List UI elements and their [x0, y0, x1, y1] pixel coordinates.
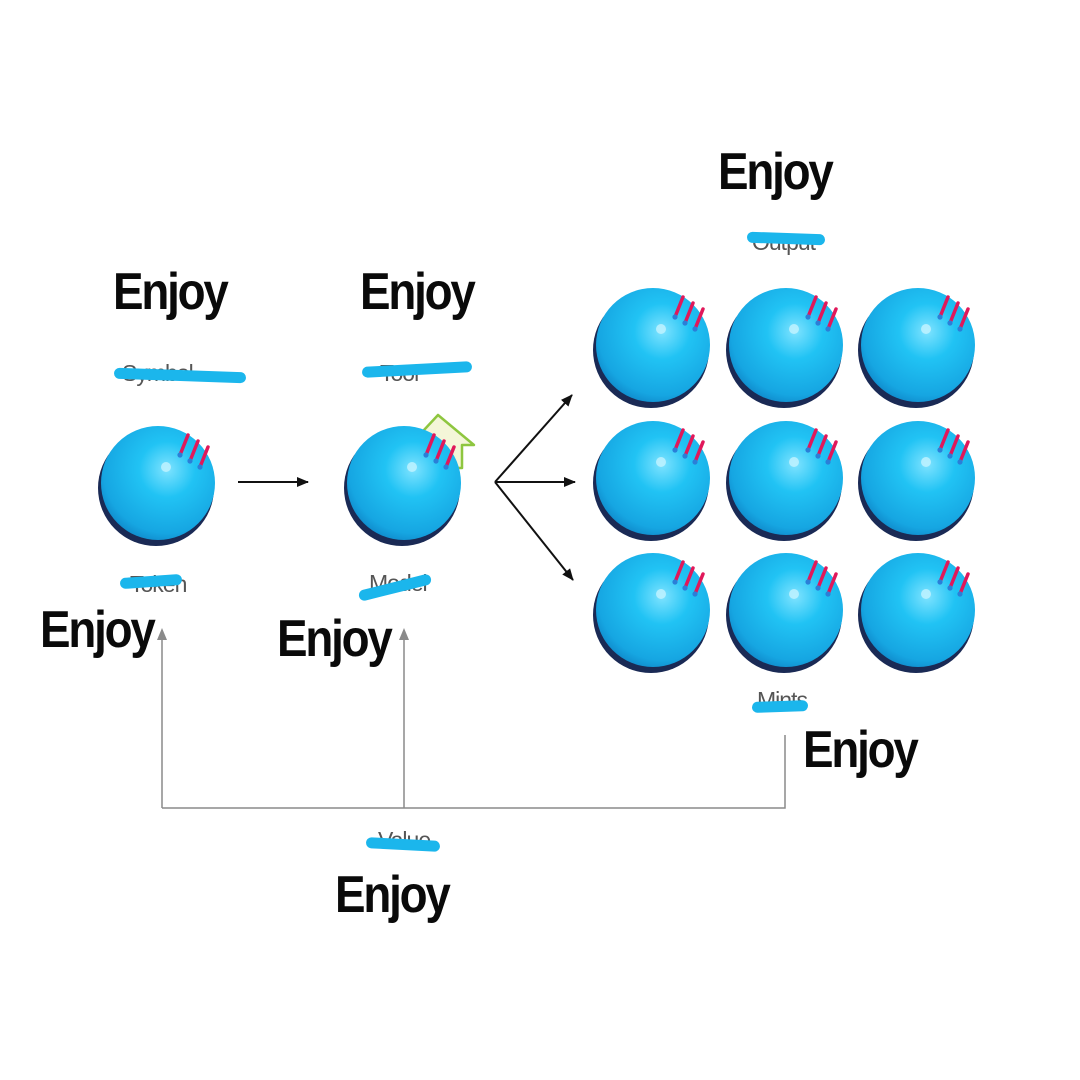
sphere-body — [729, 421, 843, 535]
sphere-highlight — [921, 457, 931, 467]
sphere-body — [596, 421, 710, 535]
sphere-highlight — [789, 324, 799, 334]
sphere-body — [596, 553, 710, 667]
tool-caption: Enjoy — [360, 263, 476, 321]
pins-icon — [805, 295, 838, 332]
pins-icon — [177, 433, 210, 470]
pins-icon — [937, 560, 970, 597]
pins-icon — [805, 560, 838, 597]
sphere-group — [98, 288, 975, 673]
pins-icon — [672, 560, 705, 597]
output-sphere — [593, 553, 710, 673]
connector-to-token-arrowhead — [157, 628, 167, 640]
sphere-body — [101, 426, 215, 540]
sphere-highlight — [921, 324, 931, 334]
arrow-model-to-output-bottom — [494, 481, 574, 581]
connector-line — [162, 735, 786, 809]
token-caption: Enjoy — [40, 601, 156, 659]
pins-icon — [937, 295, 970, 332]
pins-icon — [672, 295, 705, 332]
sphere-body — [729, 553, 843, 667]
symbol-caption: Enjoy — [113, 263, 229, 321]
mints-caption: Enjoy — [803, 721, 919, 779]
sphere-highlight — [789, 457, 799, 467]
token-sphere — [98, 426, 215, 546]
sphere-body — [729, 288, 843, 402]
output-caption: Enjoy — [718, 143, 834, 201]
sphere-highlight — [789, 589, 799, 599]
connector-to-model-arrowhead — [399, 628, 409, 640]
pins-icon — [423, 433, 456, 470]
sphere-body — [347, 426, 461, 540]
model-caption: Enjoy — [277, 610, 393, 668]
arrow-model-to-output-top — [494, 394, 573, 483]
output-sphere — [726, 421, 843, 541]
pins-icon — [672, 428, 705, 465]
sphere-body — [861, 421, 975, 535]
output-sphere — [593, 421, 710, 541]
output-sphere — [858, 421, 975, 541]
output-sphere — [726, 288, 843, 408]
sphere-body — [596, 288, 710, 402]
sphere-highlight — [656, 589, 666, 599]
sphere-body — [861, 288, 975, 402]
pins-icon — [805, 428, 838, 465]
output-sphere — [593, 288, 710, 408]
output-sphere — [726, 553, 843, 673]
output-sphere — [858, 288, 975, 408]
model-sphere — [344, 426, 461, 546]
sphere-highlight — [407, 462, 417, 472]
sphere-highlight — [161, 462, 171, 472]
output-sphere — [858, 553, 975, 673]
value-caption: Enjoy — [335, 866, 451, 924]
sphere-highlight — [921, 589, 931, 599]
sphere-body — [861, 553, 975, 667]
mints-label-strike — [751, 700, 809, 713]
sphere-highlight — [656, 324, 666, 334]
pins-icon — [937, 428, 970, 465]
sphere-highlight — [656, 457, 666, 467]
